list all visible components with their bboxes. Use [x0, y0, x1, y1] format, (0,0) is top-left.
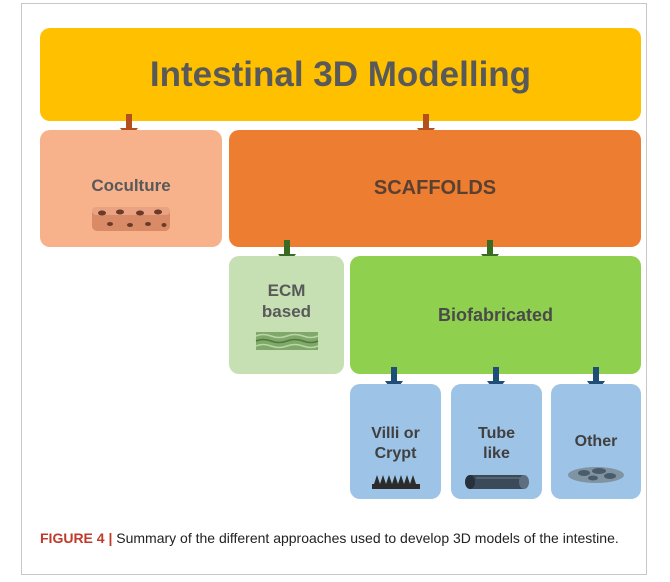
ecm-label-line1: ECM: [267, 281, 306, 300]
villi-label-line1: Villi or: [371, 425, 420, 442]
villi-icon: [371, 475, 420, 489]
porous-disc-icon: [568, 467, 624, 483]
cell-layer-icon: [92, 207, 170, 231]
figure-label: FIGURE 4 |: [40, 530, 113, 546]
figure-caption: FIGURE 4 | Summary of the different appr…: [40, 529, 640, 548]
figure-frame: [21, 3, 647, 575]
figure-caption-text: Summary of the different approaches used…: [112, 530, 619, 546]
title-box: Intestinal 3D Modelling: [40, 28, 641, 121]
biofabricated-label: Biofabricated: [437, 304, 554, 325]
ecm-box: ECM based: [229, 256, 344, 374]
diagram-title: Intestinal 3D Modelling: [149, 54, 532, 94]
ecm-matrix-icon: [255, 332, 318, 350]
ecm-label-line2: based: [261, 302, 312, 321]
scaffolds-label: SCAFFOLDS: [373, 177, 497, 199]
scaffolds-box: SCAFFOLDS: [229, 130, 641, 247]
villi-label-line2: Crypt: [374, 445, 417, 462]
tube-icon: [464, 475, 529, 489]
coculture-box: Coculture: [40, 130, 222, 247]
tube-label-line2: like: [483, 445, 510, 462]
biofabricated-box: Biofabricated: [350, 256, 641, 374]
tube-box: Tube like: [451, 384, 542, 499]
villi-box: Villi or Crypt: [350, 384, 441, 499]
other-box: Other: [551, 384, 641, 499]
other-label: Other: [574, 433, 618, 450]
coculture-label: Coculture: [91, 176, 171, 195]
tube-label-line1: Tube: [477, 425, 516, 442]
